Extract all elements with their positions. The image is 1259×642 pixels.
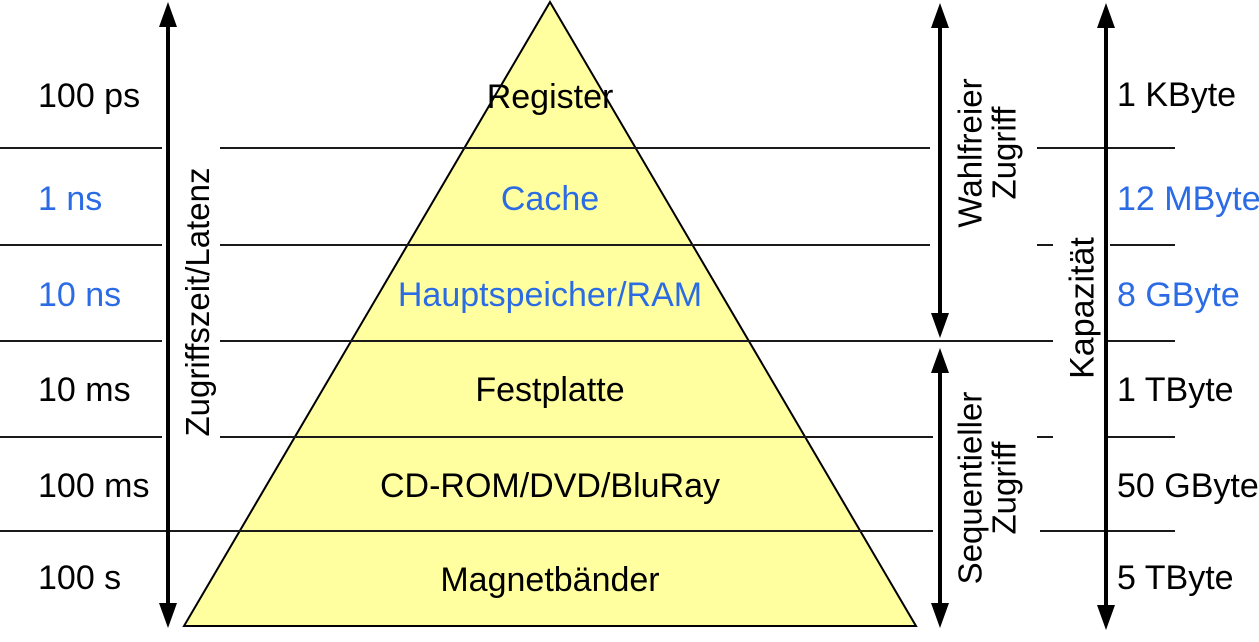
pyramid-shape xyxy=(182,0,918,627)
latency-axis-label: Zugriffszeit/Latenz xyxy=(178,167,216,437)
access-time-label: 1 ns xyxy=(38,180,103,218)
level-label: CD-ROM/DVD/BluRay xyxy=(379,467,721,505)
access-time-label: 100 ps xyxy=(38,77,141,115)
random-access-arrow xyxy=(931,3,949,338)
capacity-label: 12 MByte xyxy=(1117,180,1259,218)
random-access-axis-label: Wahlfreier Zugriff xyxy=(951,78,1023,228)
sequential-access-axis-label-line1: Sequentieller xyxy=(951,391,989,585)
latency-axis-arrow xyxy=(159,2,177,628)
access-time-label: 10 ns xyxy=(38,276,122,314)
level-label: Festplatte xyxy=(475,371,625,409)
access-time-label: 100 s xyxy=(38,559,122,597)
level-label: Hauptspeicher/RAM xyxy=(397,276,703,314)
capacity-axis-arrow xyxy=(1097,3,1115,630)
capacity-label: 50 GByte xyxy=(1117,467,1259,505)
access-time-label: 100 ms xyxy=(38,467,150,505)
random-access-axis-label-line1: Wahlfreier xyxy=(951,78,989,228)
sequential-access-axis-label-line2: Zugriff xyxy=(986,441,1023,535)
capacity-label: 1 TByte xyxy=(1117,371,1234,409)
random-access-axis-label-line2: Zugriff xyxy=(986,106,1023,200)
capacity-label: 1 KByte xyxy=(1117,76,1237,114)
capacity-axis-label: Kapazität xyxy=(1063,237,1102,379)
sequential-access-axis-label: Sequentieller Zugriff xyxy=(951,391,1023,585)
level-label: Register xyxy=(486,78,614,116)
access-time-label: 10 ms xyxy=(38,371,131,409)
capacity-label: 5 TByte xyxy=(1117,559,1234,597)
capacity-label: 8 GByte xyxy=(1117,276,1240,314)
level-label: Magnetbänder xyxy=(440,561,660,599)
sequential-access-arrow xyxy=(931,348,949,628)
level-label: Cache xyxy=(500,180,600,218)
